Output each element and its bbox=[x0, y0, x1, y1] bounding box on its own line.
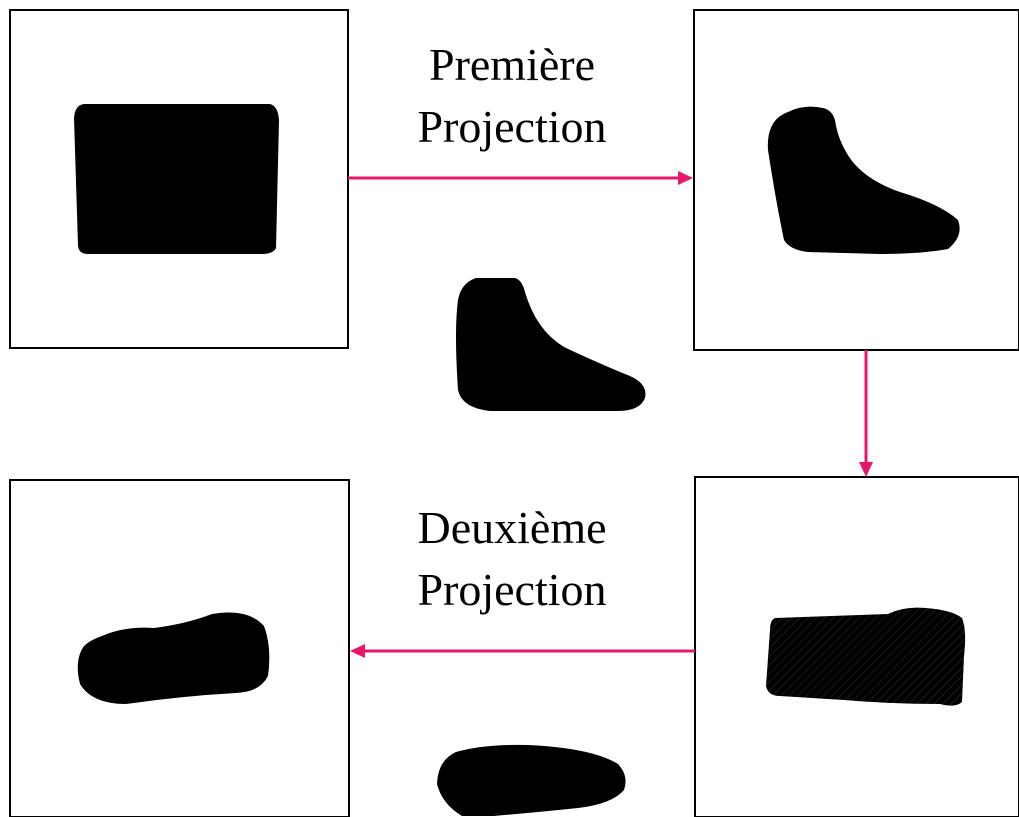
first-projection-line-2: Projection bbox=[417, 101, 607, 152]
elongated-silhouette-bottom-right bbox=[766, 607, 966, 706]
foot-silhouette-bottom-center bbox=[437, 744, 626, 816]
second-projection-line-1: Deuxième bbox=[417, 502, 607, 553]
rectangle-silhouette bbox=[74, 104, 279, 254]
foot-silhouette-center bbox=[456, 278, 646, 411]
second-projection-label: Deuxième Projection bbox=[342, 505, 682, 629]
arrow-bottom-to-left bbox=[350, 644, 695, 658]
first-projection-line-1: Première bbox=[428, 39, 596, 90]
arrow-top-to-right bbox=[348, 171, 693, 185]
second-projection-line-2: Projection bbox=[417, 564, 607, 615]
arrow-down bbox=[859, 350, 873, 477]
foot-silhouette-top-right bbox=[767, 106, 960, 255]
foot-silhouette-bottom-left bbox=[77, 612, 270, 704]
first-projection-label: Première Projection bbox=[342, 42, 682, 166]
